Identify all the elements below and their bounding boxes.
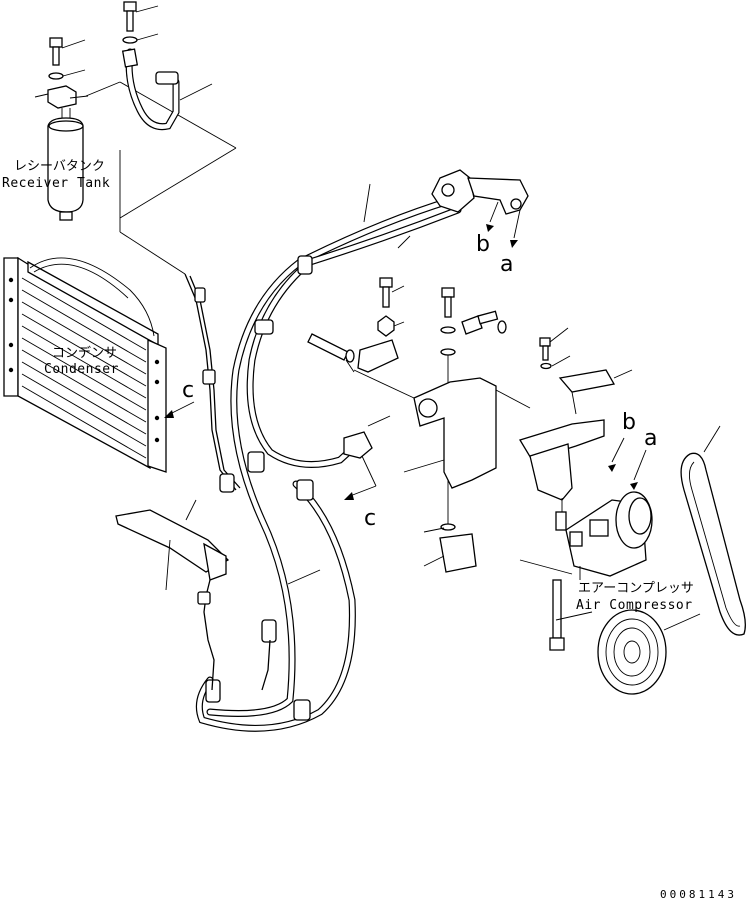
drawing-code: 00081143: [660, 888, 737, 901]
suction-hose: [246, 206, 462, 468]
callout-c-mid: c: [364, 506, 377, 531]
receiver-tank-label-en: Receiver Tank: [2, 176, 111, 191]
callout-b-top: b: [476, 232, 490, 257]
callout-a-top: a: [500, 252, 514, 277]
condenser: [3, 256, 167, 473]
discharge-hose: [206, 196, 456, 717]
hose-support-bracket: [115, 499, 277, 691]
top-hose-bolt: [122, 1, 159, 44]
hose-fitting-top: [431, 169, 529, 215]
air-compressor-label-jp: エアーコンプレッサ: [578, 581, 694, 596]
spacer-block: [423, 523, 477, 573]
top-hose: [121, 48, 213, 131]
receiver-tank-label-jp: レシーバタンク: [14, 159, 105, 174]
hose-clamps: [205, 255, 373, 721]
condenser-line: [184, 273, 241, 491]
small-bracket-right: [539, 327, 633, 415]
liquid-hose: [195, 480, 356, 732]
compressor-long-bolt: [549, 579, 593, 651]
crank-pulley: [597, 609, 701, 695]
bolt-group-center: [307, 277, 507, 524]
condenser-label-jp: コンデンサ: [52, 346, 118, 361]
condenser-label-en: Condenser: [44, 362, 119, 377]
receiver-tank: [47, 108, 84, 221]
callout-c-left: c: [182, 378, 195, 403]
compressor-mount-bracket: [353, 369, 605, 501]
callout-arrows: [164, 201, 647, 500]
air-compressor: [555, 491, 653, 580]
callout-a-right: a: [644, 426, 658, 451]
air-compressor-label-en: Air Compressor: [576, 598, 693, 613]
receiver-tank-bolt: [48, 37, 86, 80]
receiver-tank-bracket: [34, 85, 89, 109]
callout-b-right: b: [622, 410, 636, 435]
v-belt: [680, 425, 746, 636]
